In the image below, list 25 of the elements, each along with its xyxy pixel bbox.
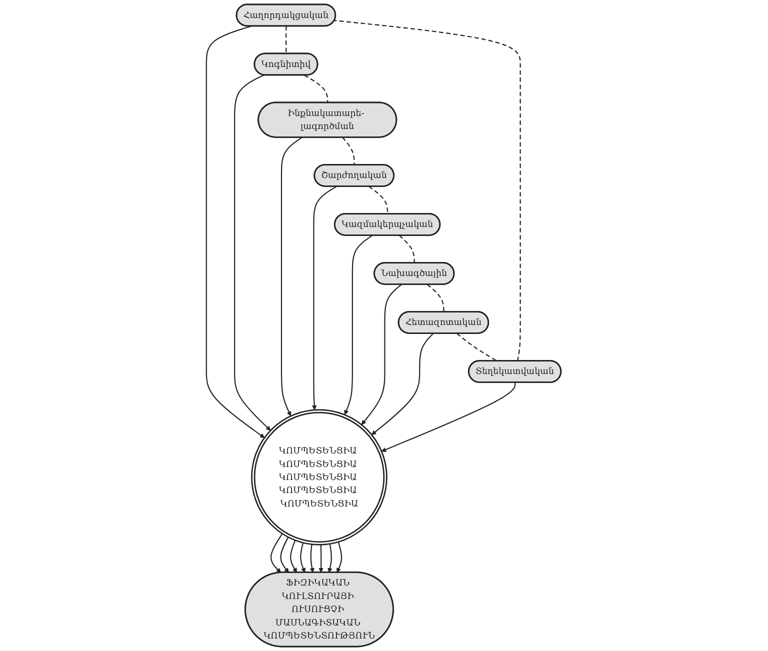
arrow [234, 74, 272, 431]
arrow [318, 544, 324, 573]
arrow [206, 26, 266, 438]
arrow [310, 544, 315, 573]
connector [427, 284, 445, 312]
node-circle: ԿՈՄՊԵՏԵՆՑԻԱ ԿՈՄՊԵՏԵՆՑԻԱ ԿՈՄՊԵՏԵՆՑԻԱ ԿՈՄՊԵՏԵՆՑԻԱ ԿՈՄՊԵՏԵՆՑԻԱ [251, 409, 388, 546]
arrow [344, 234, 373, 415]
arrow [270, 533, 284, 573]
arrow [280, 536, 290, 573]
connector [456, 333, 498, 362]
arrow [362, 284, 402, 425]
connector [342, 137, 356, 165]
connector [286, 26, 288, 54]
arrow [290, 540, 298, 573]
connector [399, 235, 416, 263]
arrow [372, 333, 434, 435]
connector [304, 74, 328, 103]
connector [334, 20, 522, 362]
arrow [312, 186, 338, 410]
arrow [300, 542, 306, 573]
arrow [328, 544, 333, 573]
arrow [382, 382, 516, 452]
arrow [336, 542, 342, 573]
arrow [281, 136, 303, 416]
connector [368, 186, 388, 214]
